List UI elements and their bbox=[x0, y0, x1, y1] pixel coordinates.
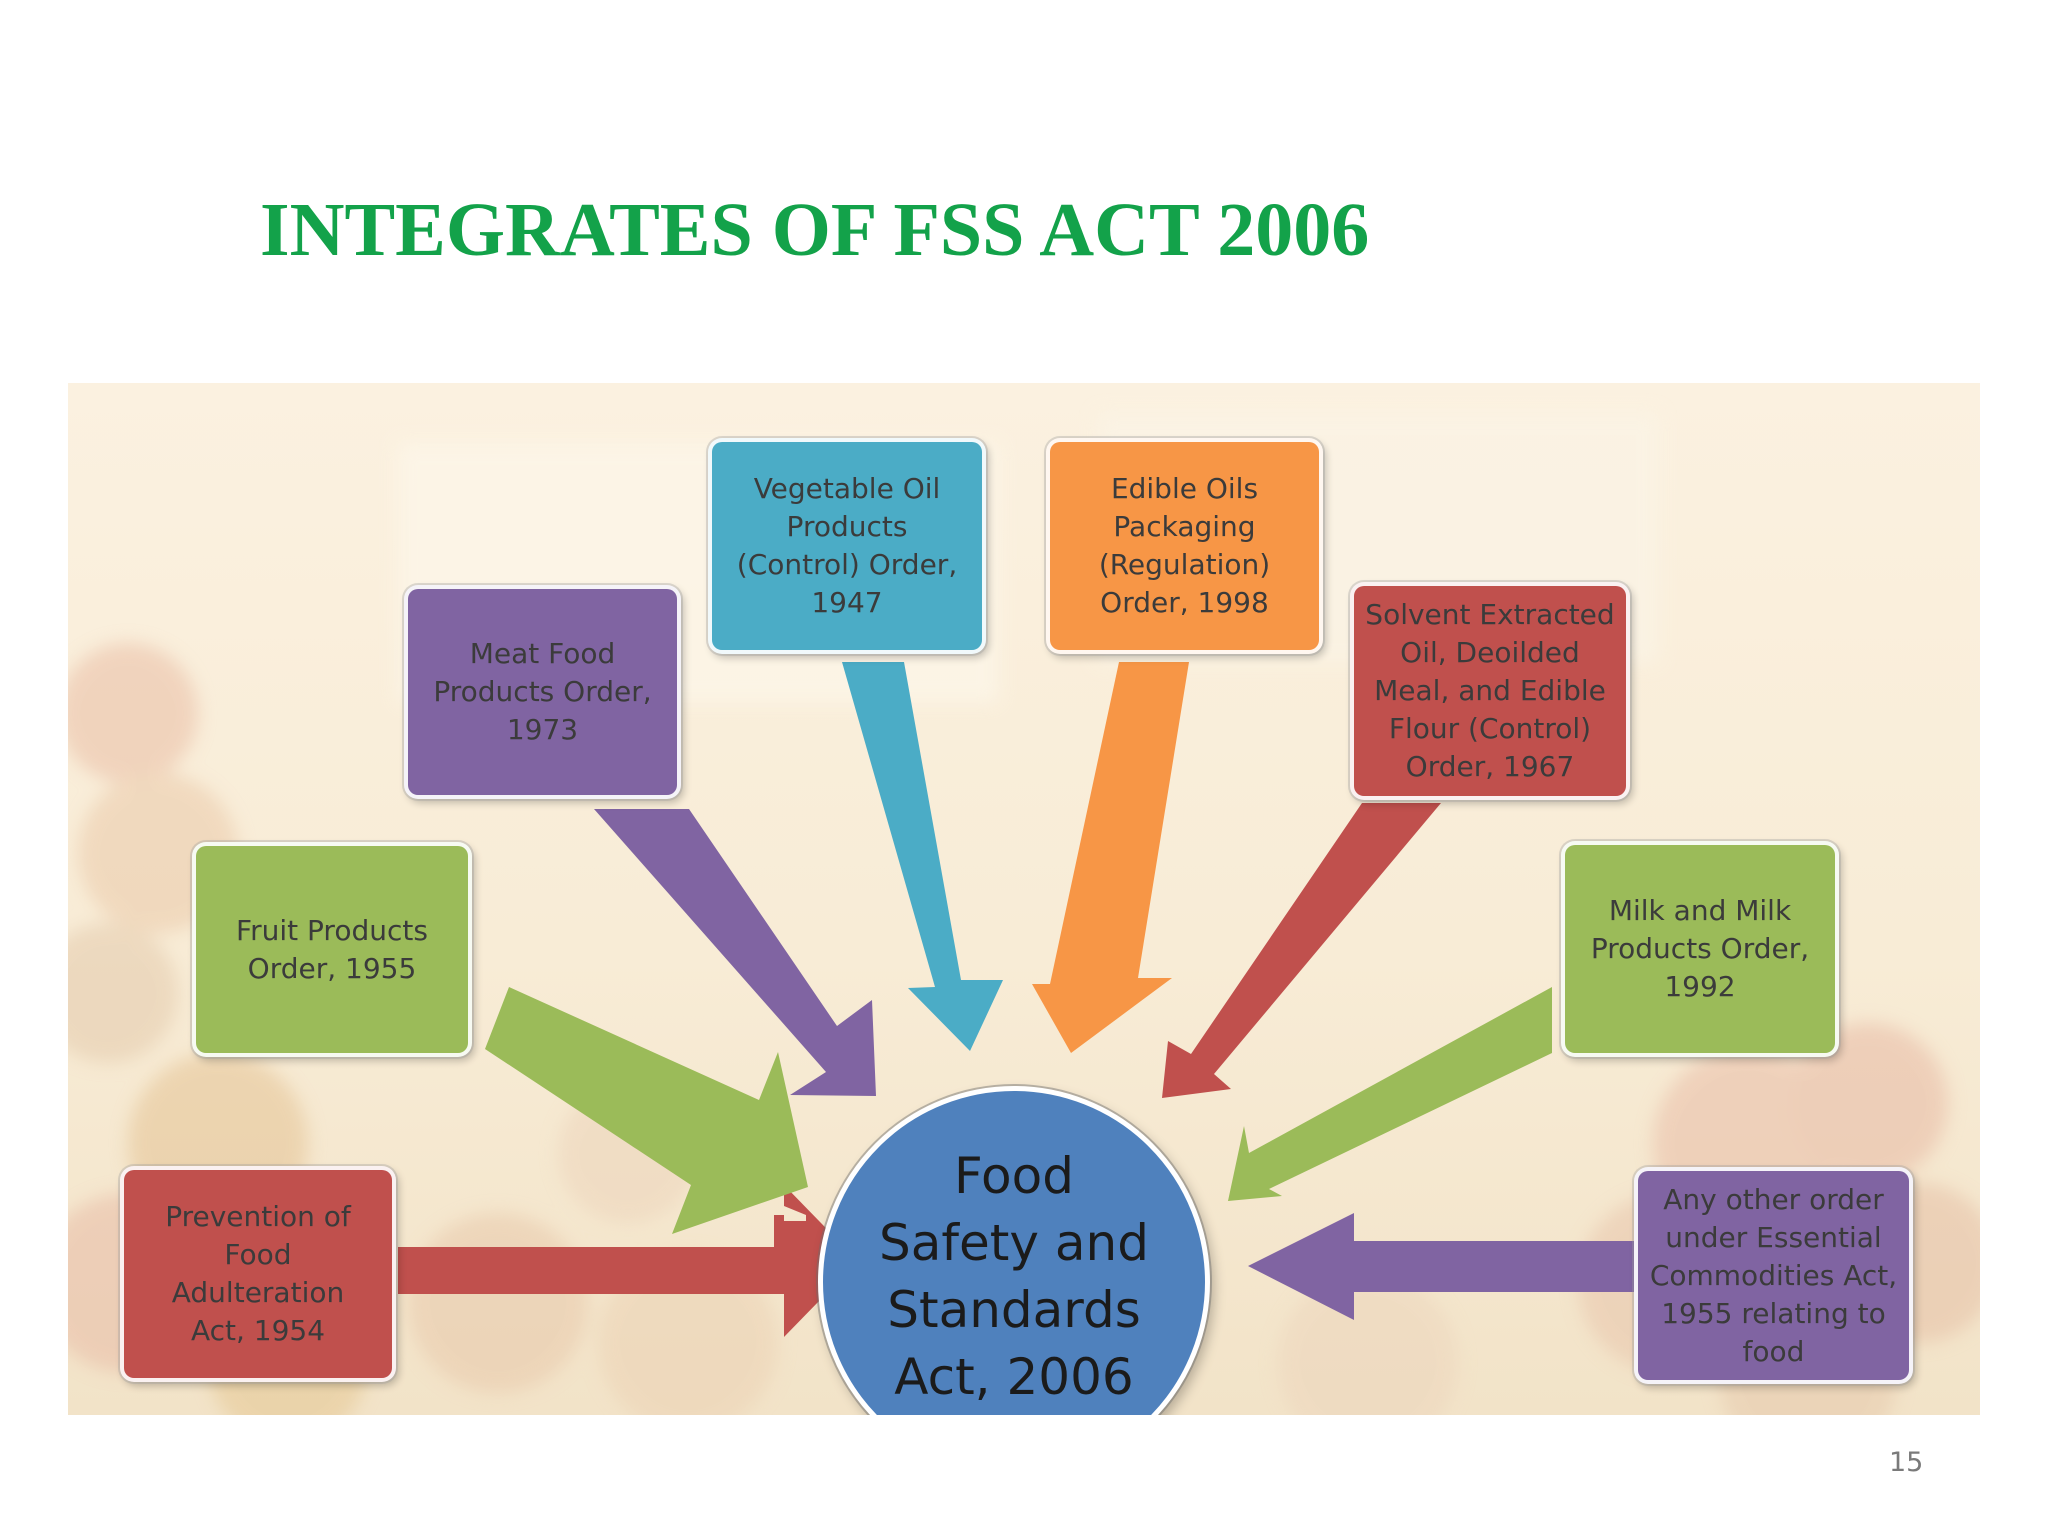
center-label: Food Safety and Standards Act, 2006 bbox=[879, 1147, 1149, 1406]
arrows bbox=[398, 662, 1634, 1337]
node-label: Vegetable Oil Products (Control) Order, … bbox=[736, 472, 958, 619]
arrow-solvent-extracted-oil bbox=[1162, 803, 1441, 1098]
node-milk-products: Milk and Milk Products Order, 1992 bbox=[1561, 841, 1839, 1057]
arrow-vegetable-oil-products bbox=[842, 662, 1003, 1051]
arrow-milk-products bbox=[1228, 987, 1552, 1201]
node-meat-food-products: Meat Food Products Order, 1973 bbox=[404, 585, 681, 799]
node-prevention-food-adulteration: Prevention of Food Adulteration Act, 195… bbox=[120, 1166, 396, 1382]
node-fruit-products: Fruit Products Order, 1955 bbox=[192, 842, 472, 1057]
arrow-essential-commodities bbox=[1248, 1213, 1634, 1320]
node-solvent-extracted-oil: Solvent Extracted Oil, Deoilded Meal, an… bbox=[1350, 582, 1630, 800]
node-essential-commodities: Any other order under Essential Commodit… bbox=[1634, 1167, 1913, 1384]
node-label: Meat Food Products Order, 1973 bbox=[433, 637, 652, 746]
node-label: Solvent Extracted Oil, Deoilded Meal, an… bbox=[1365, 598, 1615, 783]
node-label: Any other order under Essential Commodit… bbox=[1649, 1182, 1898, 1368]
node-label: Edible Oils Packaging (Regulation) Order… bbox=[1098, 472, 1271, 619]
slide-title: INTEGRATES OF FSS ACT 2006 bbox=[260, 188, 1370, 272]
arrow-prevention-food-adulteration bbox=[398, 1185, 858, 1337]
arrow-meat-food-products bbox=[594, 809, 876, 1096]
node-edible-oils-packaging: Edible Oils Packaging (Regulation) Order… bbox=[1046, 438, 1323, 654]
arrow-fruit-products bbox=[485, 987, 808, 1234]
node-label: Prevention of Food Adulteration Act, 195… bbox=[165, 1200, 351, 1347]
node-label: Fruit Products Order, 1955 bbox=[236, 913, 428, 985]
page-number: 15 bbox=[1889, 1447, 1924, 1478]
arrow-edible-oils-packaging bbox=[1032, 662, 1189, 1053]
node-label: Milk and Milk Products Order, 1992 bbox=[1590, 894, 1810, 1003]
center-circle-fss-act: Food Safety and Standards Act, 2006 bbox=[818, 1086, 1210, 1415]
node-vegetable-oil-products: Vegetable Oil Products (Control) Order, … bbox=[708, 438, 986, 654]
